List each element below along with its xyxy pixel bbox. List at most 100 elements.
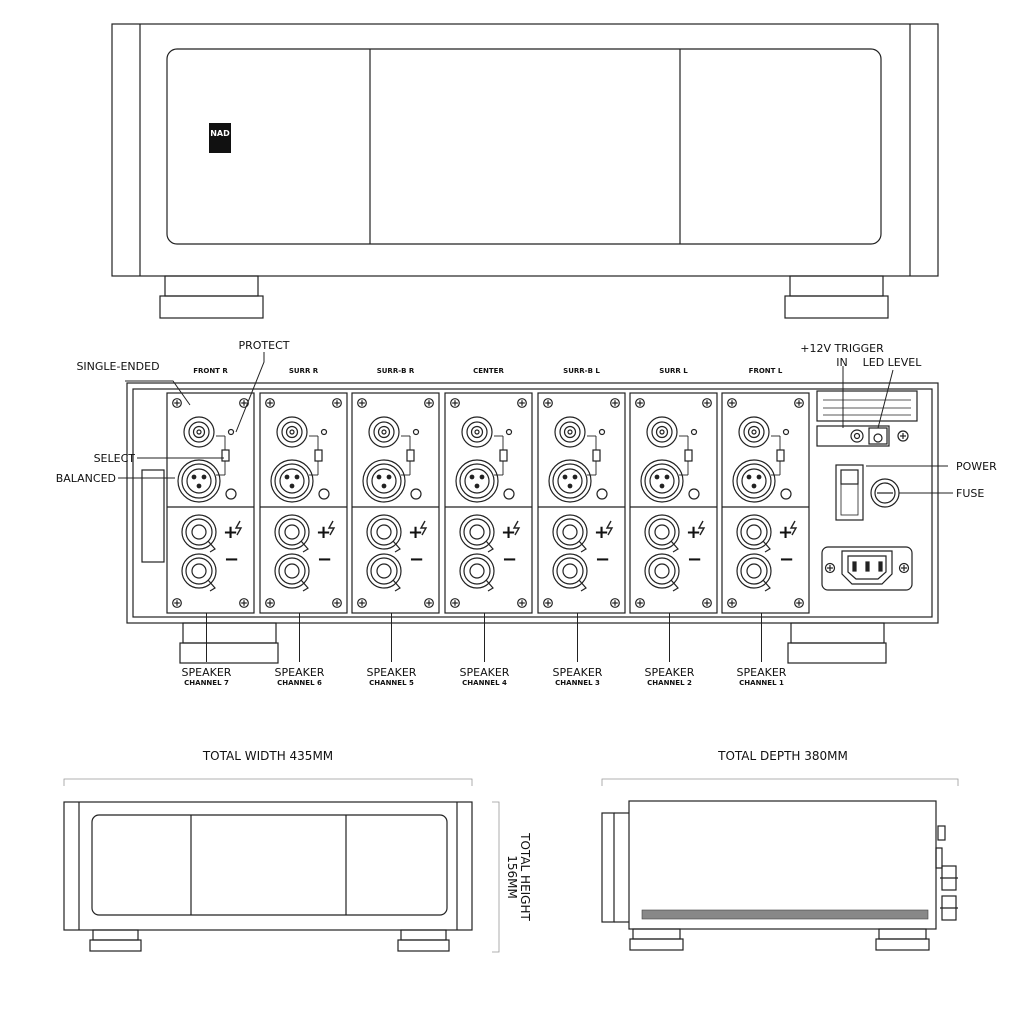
channel-name-label: SURR-B R <box>377 367 415 375</box>
speaker-terminal-positive-icon[interactable] <box>274 514 310 553</box>
rca-input-icon[interactable] <box>183 416 215 448</box>
plus-sign-label: + <box>686 522 701 543</box>
total-height-label-line2: 156MM <box>505 855 519 899</box>
xlr-input-icon[interactable] <box>640 459 684 503</box>
height-dimension-line <box>492 801 500 953</box>
speaker-terminal-negative-icon[interactable] <box>644 553 680 592</box>
front-foot-right <box>784 275 889 319</box>
led-level-switch-icon[interactable] <box>873 433 883 443</box>
screw-icon <box>610 598 620 608</box>
xlr-pin-diagram-icon <box>780 488 792 500</box>
screw-icon <box>543 598 553 608</box>
speaker-terminal-negative-icon[interactable] <box>552 553 588 592</box>
fuse-label: FUSE <box>956 487 984 500</box>
rca-input-icon[interactable] <box>646 416 678 448</box>
speaker-label: SPEAKER <box>553 666 603 679</box>
speaker-terminal-positive-icon[interactable] <box>181 514 217 553</box>
rca-input-icon[interactable] <box>276 416 308 448</box>
speaker-channel-label: CHANNEL 5 <box>369 679 414 687</box>
xlr-input-icon[interactable] <box>732 459 776 503</box>
speaker-channel-label: CHANNEL 6 <box>277 679 322 687</box>
minus-sign-label: − <box>409 549 424 570</box>
hazard-bolt-icon <box>697 520 706 536</box>
protect-led-icon <box>505 428 513 436</box>
select-switch-icon[interactable] <box>494 435 508 476</box>
callout-leaders <box>118 352 953 494</box>
trigger-jack-icon[interactable] <box>850 429 864 443</box>
speaker-terminal-negative-icon[interactable] <box>366 553 402 592</box>
channel-module-frame <box>259 392 348 614</box>
speaker-terminal-positive-icon[interactable] <box>366 514 402 553</box>
xlr-input-icon[interactable] <box>177 459 221 503</box>
hazard-bolt-icon <box>419 520 428 536</box>
channel-module: +− <box>166 392 255 614</box>
channel-module-frame <box>444 392 533 614</box>
screw-icon <box>450 598 460 608</box>
side-vent <box>641 909 929 920</box>
screw-icon <box>450 398 460 408</box>
select-switch-icon[interactable] <box>679 435 693 476</box>
rca-input-icon[interactable] <box>461 416 493 448</box>
channel-name-label: SURR-B L <box>563 367 600 375</box>
channel-module-frame <box>721 392 810 614</box>
rca-input-icon[interactable] <box>368 416 400 448</box>
nad-logo-icon <box>209 123 231 153</box>
power-switch-icon[interactable] <box>835 464 864 521</box>
trigger-label-line1: +12V TRIGGER <box>800 342 884 355</box>
speaker-label: SPEAKER <box>737 666 787 679</box>
single-ended-label: SINGLE-ENDED <box>76 360 159 373</box>
hazard-bolt-icon <box>789 520 798 536</box>
rear-foot-right <box>787 622 887 664</box>
total-height-label-line1: TOTAL HEIGHT <box>518 832 532 921</box>
speaker-terminal-positive-icon[interactable] <box>644 514 680 553</box>
xlr-input-icon[interactable] <box>362 459 406 503</box>
fuse-holder-icon[interactable] <box>870 478 900 508</box>
channel-module-frame <box>537 392 626 614</box>
front-chassis <box>111 23 939 277</box>
rca-input-icon[interactable] <box>738 416 770 448</box>
xlr-input-icon[interactable] <box>455 459 499 503</box>
xlr-input-icon[interactable] <box>548 459 592 503</box>
speaker-terminal-positive-icon[interactable] <box>459 514 495 553</box>
speaker-terminal-negative-icon[interactable] <box>459 553 495 592</box>
select-switch-icon[interactable] <box>771 435 785 476</box>
speaker-terminal-positive-icon[interactable] <box>736 514 772 553</box>
select-switch-icon[interactable] <box>401 435 415 476</box>
rca-input-icon[interactable] <box>554 416 586 448</box>
total-width-label: TOTAL WIDTH 435MM <box>202 749 333 763</box>
trigger-label-plate <box>816 390 918 422</box>
screw-icon <box>794 598 804 608</box>
minus-sign-label: − <box>317 549 332 570</box>
screw-icon <box>610 398 620 408</box>
speaker-terminal-negative-icon[interactable] <box>736 553 772 592</box>
xlr-input-icon[interactable] <box>270 459 314 503</box>
channel-module: +− <box>537 392 626 614</box>
speaker-terminal-negative-icon[interactable] <box>181 553 217 592</box>
power-label: POWER <box>956 460 997 473</box>
minus-sign-label: − <box>595 549 610 570</box>
minus-sign-label: − <box>224 549 239 570</box>
speaker-terminal-negative-icon[interactable] <box>274 553 310 592</box>
channel-name-label: FRONT R <box>193 367 228 375</box>
select-switch-icon[interactable] <box>587 435 601 476</box>
xlr-pin-diagram-icon <box>225 488 237 500</box>
rear-chassis <box>126 382 939 624</box>
plus-sign-label: + <box>778 522 793 543</box>
ac-inlet-icon <box>821 546 913 591</box>
front-panel <box>166 48 882 245</box>
screw-icon <box>239 398 249 408</box>
rear-side-slot <box>141 469 165 563</box>
plus-sign-label: + <box>594 522 609 543</box>
width-dimension-line <box>63 778 473 786</box>
select-switch-icon[interactable] <box>309 435 323 476</box>
balanced-label: BALANCED <box>56 472 116 485</box>
screw-icon <box>727 398 737 408</box>
channel-module: +− <box>721 392 810 614</box>
select-switch-icon[interactable] <box>216 435 230 476</box>
speaker-terminal-positive-icon[interactable] <box>552 514 588 553</box>
screw-icon <box>897 430 909 442</box>
trigger-panel <box>816 390 918 447</box>
